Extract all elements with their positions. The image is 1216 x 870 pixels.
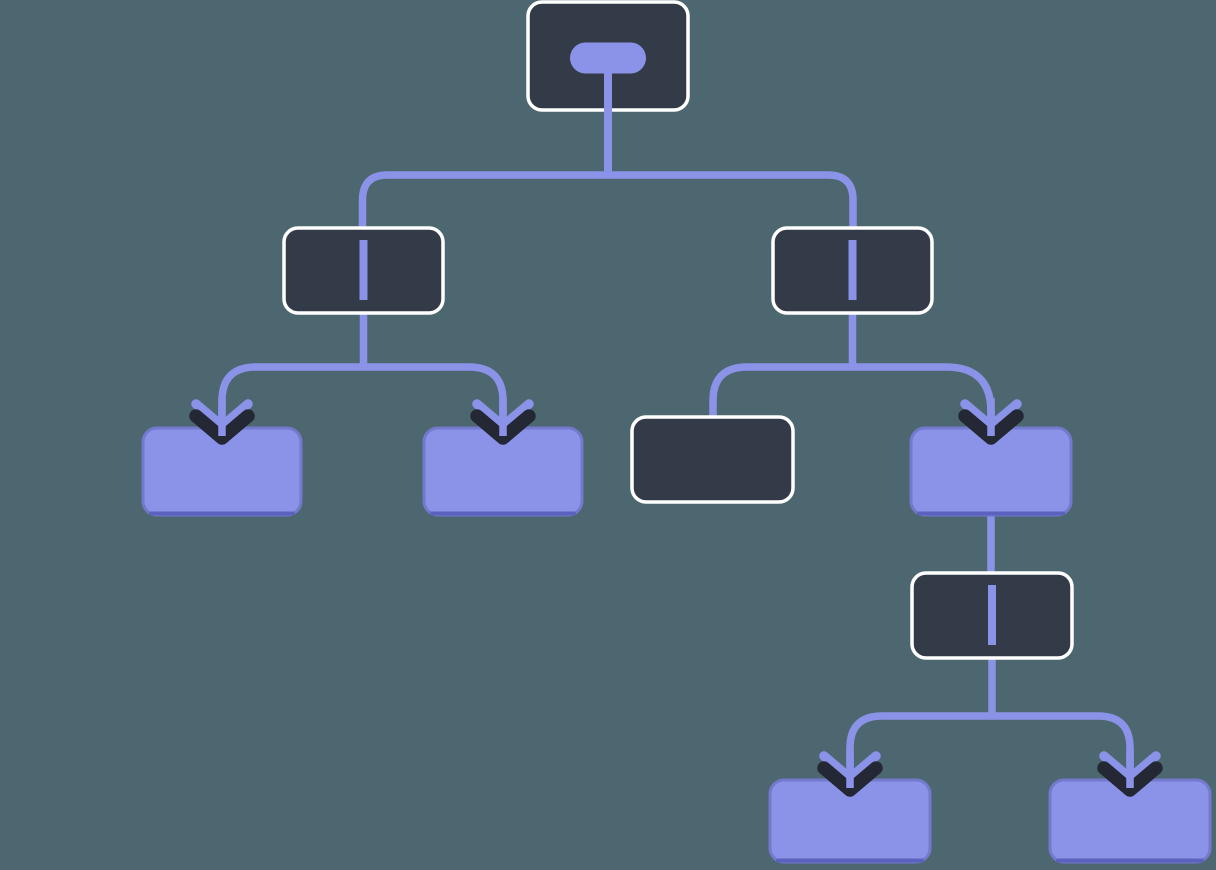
edge-left-subtree-branch	[218, 363, 507, 420]
node-layer	[141, 0, 1212, 864]
edge-bottom-branch	[846, 712, 1134, 772]
arrow-chevron-dark-icon	[470, 409, 536, 445]
arrow-marker-leaf-left-1	[189, 398, 255, 445]
arrow-layer	[189, 398, 1163, 797]
leaf-node-right[interactable]	[909, 426, 1073, 517]
arrow-marker-leaf-bottom-1	[817, 750, 883, 797]
root-pill	[570, 42, 646, 74]
plain-dark-node-box	[630, 415, 795, 504]
edge-level1-branch	[358, 171, 857, 233]
overlay-layer	[359, 42, 996, 645]
plain-dark-node[interactable]	[630, 415, 795, 504]
arrow-marker-leaf-right	[958, 398, 1024, 445]
arrow-chevron-dark-icon	[189, 409, 255, 445]
leaf-node-bottom-2[interactable]	[1048, 778, 1212, 864]
arrow-chevron-dark-icon	[1097, 761, 1163, 797]
edge-right-subtree-branch	[709, 363, 995, 425]
arrow-marker-leaf-left-2	[470, 398, 536, 445]
arrow-chevron-dark-icon	[817, 761, 883, 797]
arrow-marker-leaf-bottom-2	[1097, 750, 1163, 797]
arrow-chevron-dark-icon	[958, 409, 1024, 445]
leaf-node-left-2[interactable]	[422, 426, 584, 517]
